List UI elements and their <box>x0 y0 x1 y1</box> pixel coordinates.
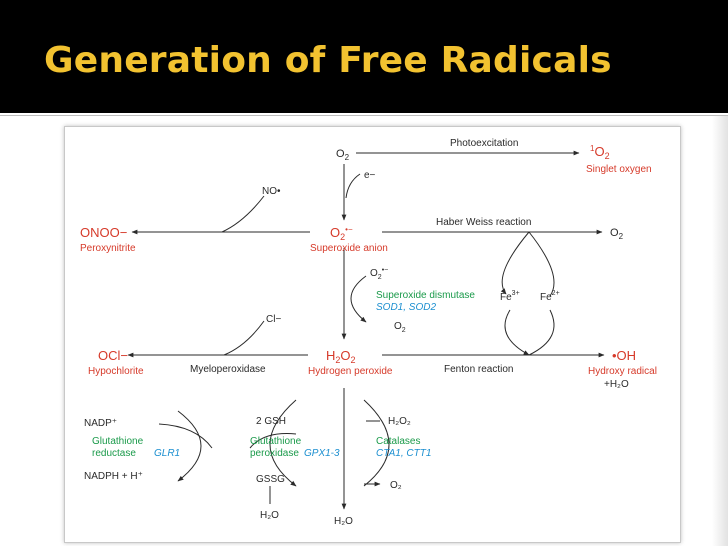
iron-cycle-right-lower <box>528 309 555 356</box>
plus-water-label: +H₂O <box>604 379 629 390</box>
catalase-h2o2-label: H₂O₂ <box>388 416 411 427</box>
svg-text:Hypochlorite: Hypochlorite <box>88 366 144 377</box>
iron-cycle-left <box>500 231 530 295</box>
h2o-left-label: H₂O <box>260 510 279 521</box>
nadph-label: NADPH + H⁺ <box>84 471 143 482</box>
fe2-label: Fe2+ <box>540 290 560 303</box>
reaction-arrows <box>127 150 605 510</box>
catalases-enzyme-label: Catalases <box>376 436 420 447</box>
svg-text:OCl−: OCl− <box>98 348 128 363</box>
photoexcitation-label: Photoexcitation <box>450 138 518 149</box>
gpx-gene-label: GPX1-3 <box>304 448 340 459</box>
chloride-label: Cl− <box>266 314 281 325</box>
gssg-label: GSSG <box>256 474 285 485</box>
no-curve <box>221 195 265 233</box>
sod-enzyme-label: Superoxide dismutase <box>376 290 475 301</box>
svg-text:Hydroxy radical: Hydroxy radical <box>588 366 657 377</box>
chloride-curve <box>223 320 265 356</box>
title-divider <box>0 115 728 116</box>
svg-text:Peroxynitrite: Peroxynitrite <box>80 243 136 254</box>
catalase-arc <box>363 399 390 487</box>
hydrogen-peroxide-label: H2O2 Hydrogen peroxide <box>308 348 393 377</box>
catalase-genes-label: CTA1, CTT1 <box>376 448 431 459</box>
sod-genes-label: SOD1, SOD2 <box>376 302 436 313</box>
svg-text:O2•−: O2•− <box>330 225 353 242</box>
glr-arc-top <box>158 423 213 449</box>
svg-text:O2: O2 <box>336 148 350 162</box>
fe3-label: Fe3+ <box>500 290 520 303</box>
svg-text:Superoxide anion: Superoxide anion <box>310 243 388 254</box>
svg-text:1O2: 1O2 <box>590 144 610 161</box>
o2-top-label: O2 <box>336 148 350 162</box>
gpx-arc <box>269 399 297 487</box>
iron-cycle-right <box>528 231 555 297</box>
hydroxy-radical-label: •OH Hydroxy radical <box>588 348 657 377</box>
singlet-oxygen-label: 1O2 Singlet oxygen <box>586 144 652 175</box>
superoxide-label: O2•− Superoxide anion <box>310 225 388 254</box>
haber-weiss-label: Haber Weiss reaction <box>436 217 531 228</box>
glr1-gene-label: GLR1 <box>154 448 180 459</box>
svg-text:ONOO−: ONOO− <box>80 225 127 240</box>
myeloperoxidase-label: Myeloperoxidase <box>190 364 266 375</box>
svg-text:Hydrogen peroxide: Hydrogen peroxide <box>308 366 393 377</box>
electron-label: e− <box>364 170 376 181</box>
fenton-label: Fenton reaction <box>444 364 514 375</box>
peroxynitrite-label: ONOO− Peroxynitrite <box>80 225 136 254</box>
svg-text:Singlet oxygen: Singlet oxygen <box>586 164 652 175</box>
slide-edge-shadow <box>712 116 728 546</box>
glutathione-reductase-line2: reductase <box>92 448 136 459</box>
glutathione-peroxidase-line2: peroxidase <box>250 448 299 459</box>
sod-curve <box>350 275 367 323</box>
h2o-bottom-label: H₂O <box>334 516 353 527</box>
free-radical-pathway-diagram: O2 Photoexcitation 1O2 Singlet oxygen e−… <box>80 138 657 527</box>
sod-output-label: O2 <box>394 321 406 334</box>
catalase-o2-label: O₂ <box>390 480 402 491</box>
nadp-label: NADP⁺ <box>84 418 117 429</box>
glr-arc <box>177 410 202 482</box>
two-gsh-label: 2 GSH <box>256 416 286 427</box>
o2-right-label: O2 <box>610 227 624 241</box>
glutathione-reductase-line1: Glutathione <box>92 436 144 447</box>
figure-frame <box>64 126 681 543</box>
slide-title: Generation of Free Radicals <box>44 40 612 81</box>
svg-text:•OH: •OH <box>612 348 636 363</box>
title-bar <box>0 0 728 113</box>
sod-input-label: O2•− <box>370 267 388 281</box>
gpx-arc-top <box>249 433 297 449</box>
iron-cycle-left-lower <box>504 309 530 356</box>
electron-curve <box>345 173 361 199</box>
svg-text:H2O2: H2O2 <box>326 348 356 365</box>
hypochlorite-label: OCl− Hypochlorite <box>88 348 144 377</box>
no-radical-label: NO• <box>262 186 281 197</box>
glutathione-peroxidase-line1: Glutathione <box>250 436 302 447</box>
